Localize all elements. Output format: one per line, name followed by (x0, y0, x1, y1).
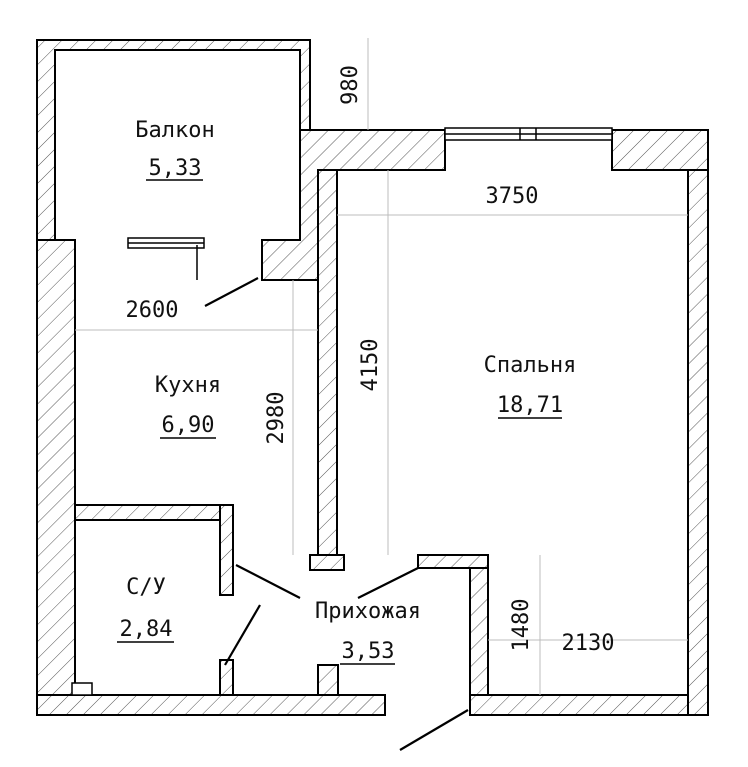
room-bathroom-name: С/У (126, 575, 166, 600)
dim-hall-width: 2130 (562, 631, 615, 656)
room-kitchen-area: 6,90 (162, 413, 215, 438)
room-hall-label: Прихожая 3,53 (315, 599, 421, 665)
room-balcony-area: 5,33 (149, 156, 202, 181)
room-balcony-name: Балкон (135, 118, 214, 143)
room-kitchen-label: Кухня 6,90 (155, 373, 221, 439)
room-balcony-label: Балкон 5,33 (135, 118, 214, 181)
room-hall-area: 3,53 (342, 639, 395, 664)
dim-kitchen-depth: 2980 (264, 392, 289, 445)
doors (204, 277, 469, 751)
dim-balcony-offset: 980 (338, 65, 363, 105)
dim-bedroom-depth: 4150 (358, 339, 383, 392)
dim-kitchen-width: 2600 (126, 298, 179, 323)
dimension-labels: 980 3750 2600 4150 2980 1480 2130 (126, 65, 615, 656)
exterior-walls (36, 39, 709, 716)
room-hall-name: Прихожая (315, 599, 421, 624)
room-bedroom-label: Спальня 18,71 (484, 353, 577, 419)
dim-hall-depth: 1480 (509, 599, 534, 652)
room-bedroom-name: Спальня (484, 353, 577, 378)
interior-walls (71, 169, 489, 696)
room-bathroom-area: 2,84 (120, 617, 173, 642)
room-bedroom-area: 18,71 (497, 393, 563, 418)
window-balcony (127, 237, 205, 280)
room-bathroom-label: С/У 2,84 (117, 575, 174, 643)
dim-bedroom-width: 3750 (486, 184, 539, 209)
dimension-lines (75, 38, 688, 695)
room-kitchen-name: Кухня (155, 373, 221, 398)
windows (127, 127, 613, 280)
window-bedroom (444, 127, 613, 141)
